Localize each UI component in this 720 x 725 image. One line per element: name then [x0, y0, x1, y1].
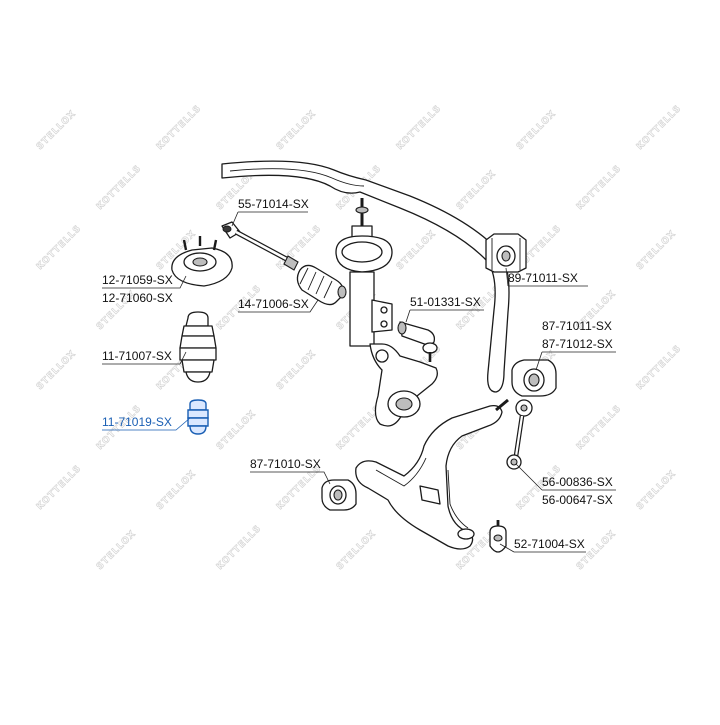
watermark-text: KOTTELLS — [215, 523, 264, 572]
watermark-text: KOTTELLS — [95, 163, 144, 212]
watermark-text: STELLOX — [635, 229, 678, 272]
watermark-text: KOTTELLS — [635, 343, 684, 392]
stabilizer-link-rod — [221, 221, 299, 271]
watermark-text: KOTTELLS — [35, 463, 84, 512]
label-12-71059[interactable]: 12-71059-SX — [102, 273, 173, 287]
stabilizer-bar — [221, 160, 510, 393]
label-87-71012[interactable]: 87-71012-SX — [542, 337, 613, 351]
watermark-text: KOTTELLS — [635, 103, 684, 152]
watermark-text: STELLOX — [35, 109, 78, 152]
front-arm-bushing — [321, 479, 357, 511]
watermark-text: STELLOX — [275, 349, 318, 392]
lower-control-arm — [355, 398, 509, 550]
label-11-71019[interactable]: 11-71019-SX — [102, 415, 172, 429]
watermark-text: STELLOX — [515, 109, 558, 152]
watermark-text: STELLOX — [95, 529, 138, 572]
label-89-71011[interactable]: 89-71011-SX — [508, 271, 578, 285]
watermark-text: KOTTELLS — [395, 103, 444, 152]
dust-boot — [179, 311, 217, 383]
watermark-text: KOTTELLS — [275, 223, 324, 272]
label-56-00836[interactable]: 56-00836-SX — [542, 475, 613, 489]
label-55-71014[interactable]: 55-71014-SX — [238, 197, 309, 211]
tie-rod-end — [397, 321, 438, 362]
leader-lines — [102, 211, 616, 553]
watermark-text: STELLOX — [155, 469, 198, 512]
steering-knuckle — [369, 343, 438, 427]
rear-arm-bushing — [511, 359, 557, 397]
label-56-00647[interactable]: 56-00647-SX — [542, 493, 613, 507]
watermark-text: STELLOX — [35, 349, 78, 392]
watermark-text: KOTTELLS — [575, 163, 624, 212]
part-labels: 55-71014-SX 12-71059-SX 12-71060-SX 14-7… — [102, 197, 613, 551]
watermark-text: KOTTELLS — [155, 103, 204, 152]
strut-mount — [171, 236, 233, 287]
ball-joint — [489, 520, 507, 553]
label-87-71011[interactable]: 87-71011-SX — [542, 319, 612, 333]
watermark-text: STELLOX — [395, 229, 438, 272]
stabilizer-link — [506, 399, 533, 470]
bump-stop — [187, 399, 209, 435]
watermark-text: KOTTELLS — [575, 403, 624, 452]
watermark-text: STELLOX — [455, 169, 498, 212]
watermark-text: STELLOX — [275, 109, 318, 152]
label-87-71010[interactable]: 87-71010-SX — [250, 457, 321, 471]
label-51-01331[interactable]: 51-01331-SX — [410, 295, 481, 309]
watermark-text: KOTTELLS — [35, 223, 84, 272]
stabilizer-bushing — [485, 233, 527, 273]
label-11-71007[interactable]: 11-71007-SX — [102, 349, 172, 363]
watermark-text: STELLOX — [635, 469, 678, 512]
strut-assembly — [335, 198, 393, 347]
watermark-text: STELLOX — [335, 529, 378, 572]
label-14-71006[interactable]: 14-71006-SX — [238, 297, 309, 311]
label-12-71060[interactable]: 12-71060-SX — [102, 291, 173, 305]
steering-boot — [296, 264, 347, 306]
watermark-text: STELLOX — [215, 409, 258, 452]
label-52-71004[interactable]: 52-71004-SX — [514, 537, 585, 551]
